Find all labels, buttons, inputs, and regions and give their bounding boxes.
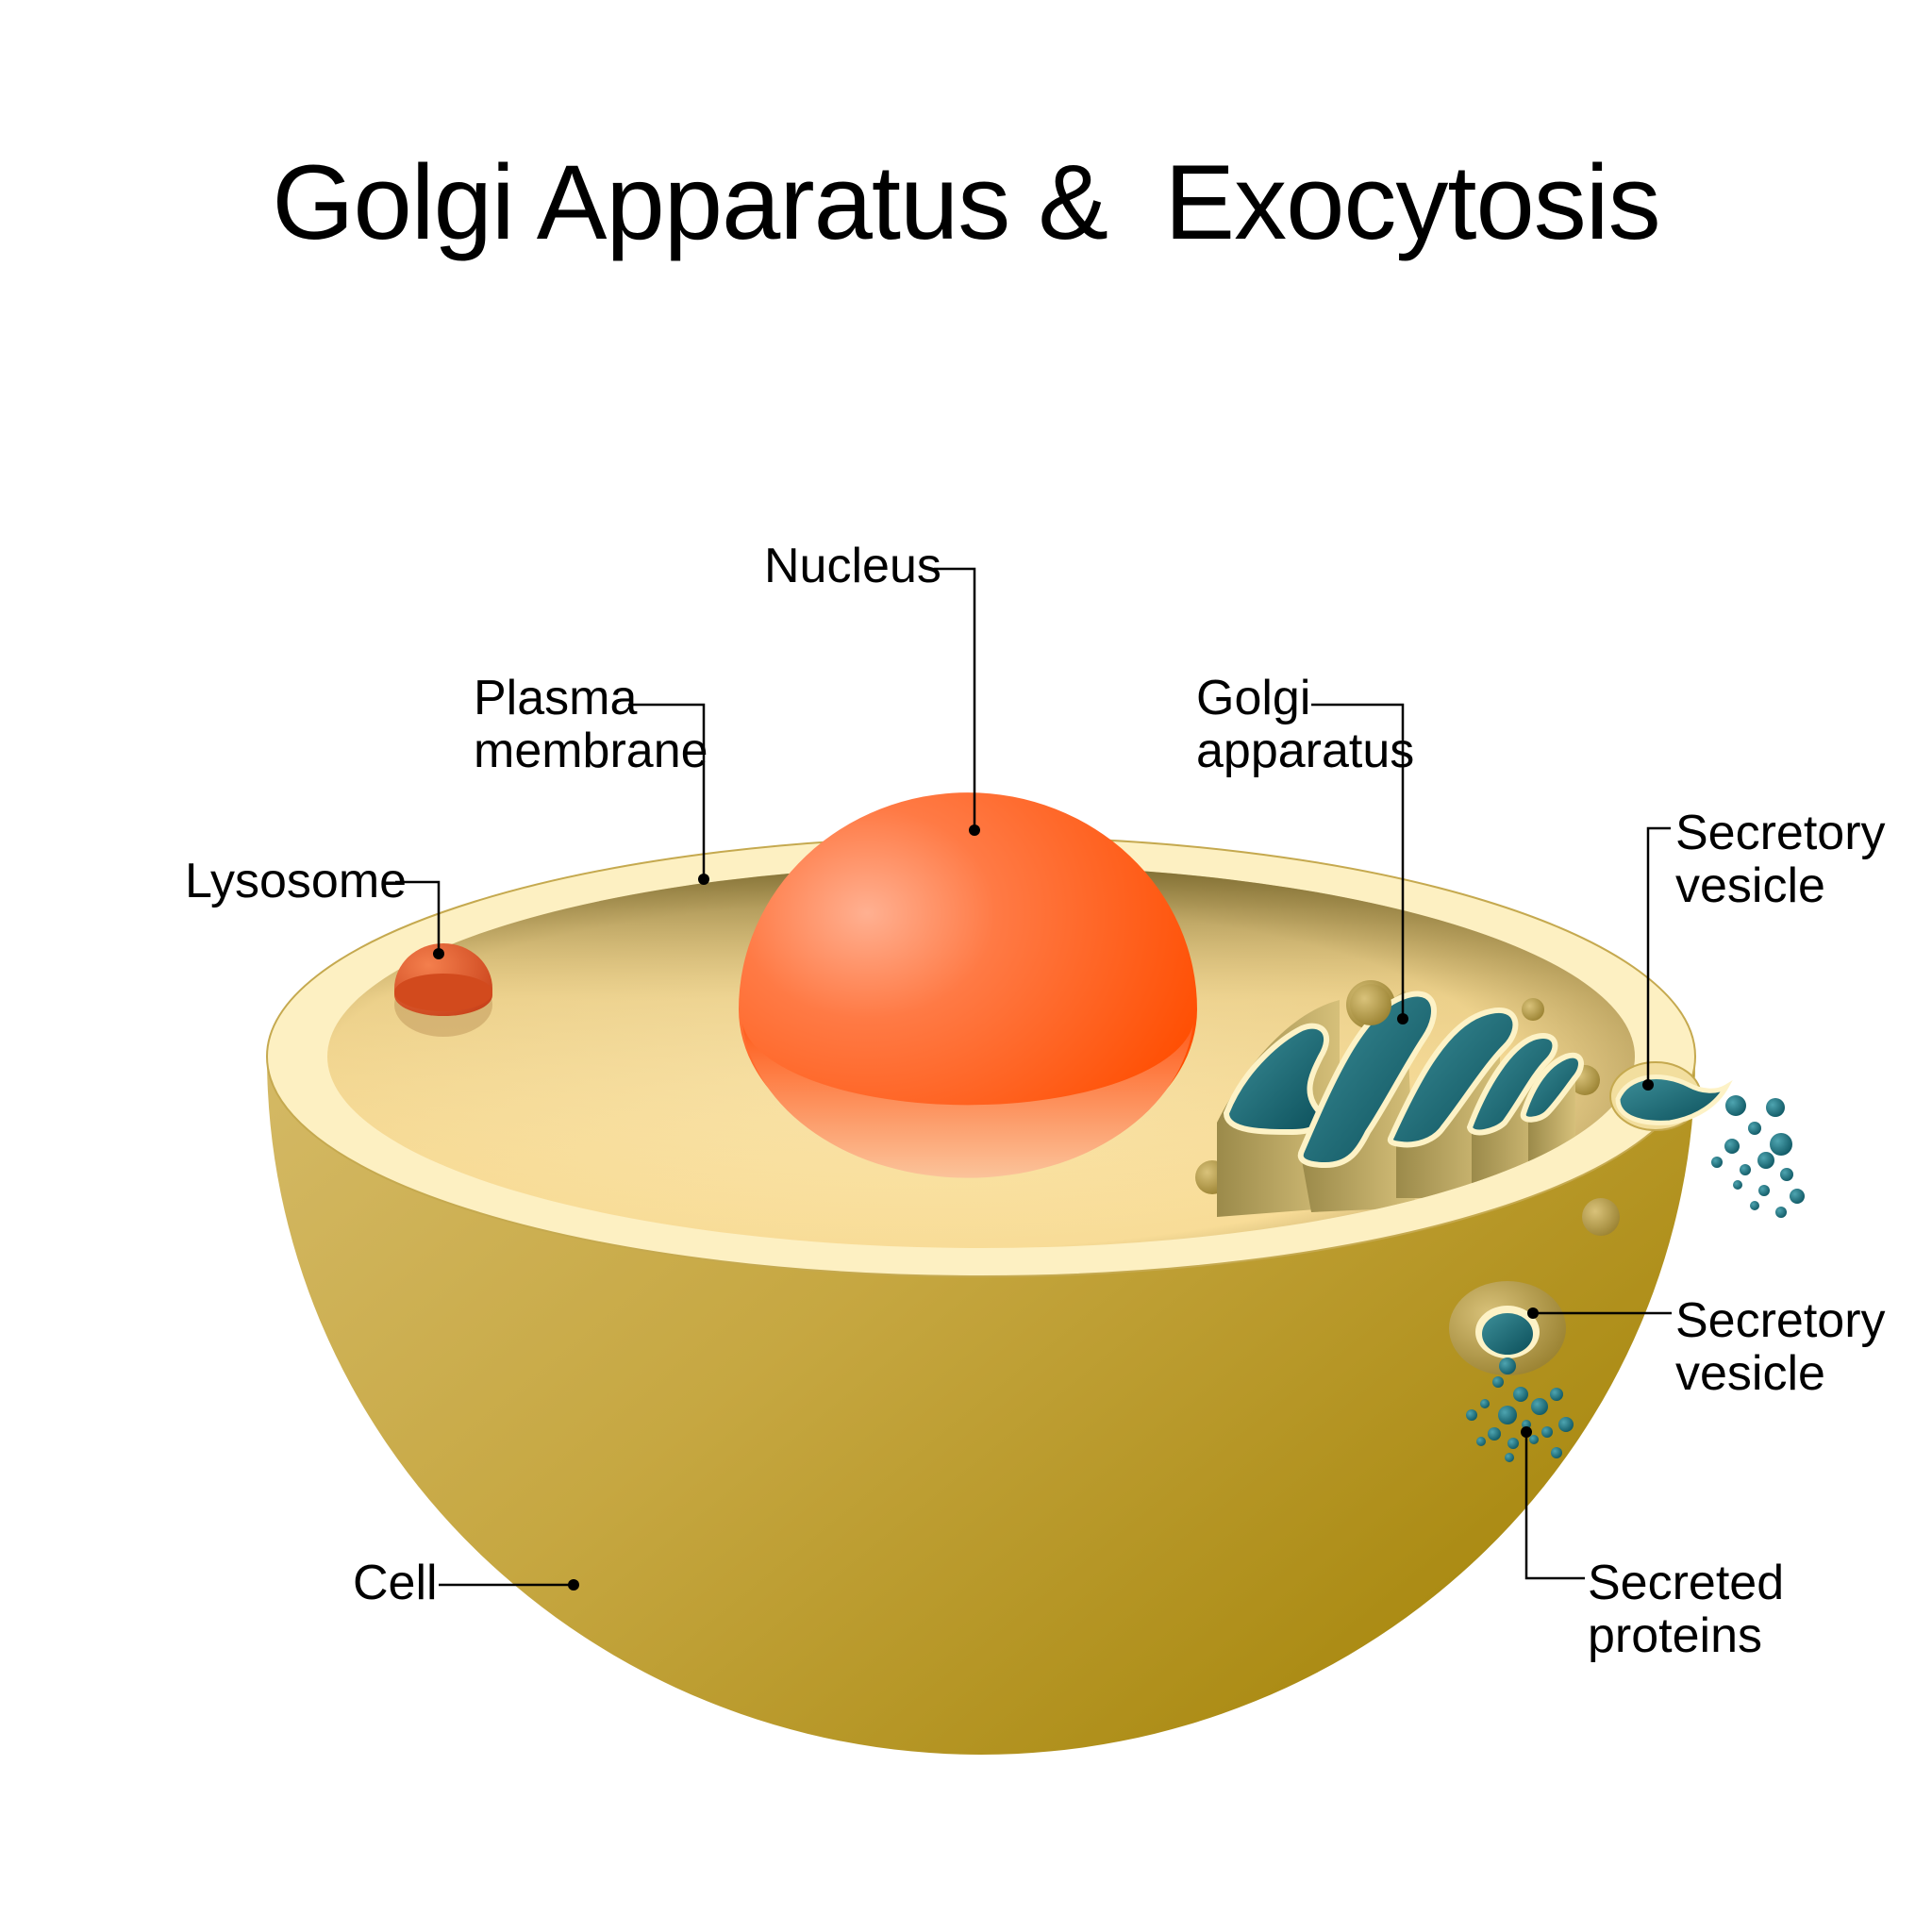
leader-secretory-vesicle-top	[1646, 826, 1671, 1085]
label-secreted-proteins: Secreted proteins	[1588, 1556, 1785, 1663]
nucleus-body	[739, 792, 1197, 1178]
label-secretory-vesicle-bottom: Secretory vesicle	[1675, 1293, 1886, 1401]
label-cell: Cell	[353, 1556, 438, 1610]
secreted-protein-dot	[1758, 1185, 1770, 1196]
secreted-protein-dot	[1550, 1388, 1563, 1401]
secreted-protein-dot	[1499, 1357, 1516, 1374]
secreted-protein-dot	[1748, 1122, 1761, 1135]
secreted-proteins-top	[1711, 1095, 1805, 1218]
secreted-protein-dot	[1507, 1438, 1519, 1449]
secretory-vesicle-fusing	[1609, 1061, 1733, 1131]
leader-secreted-proteins	[1524, 1432, 1585, 1580]
secretory-vesicle-lower	[1449, 1281, 1566, 1375]
secreted-protein-dot	[1740, 1164, 1751, 1175]
secreted-protein-dot	[1790, 1189, 1805, 1204]
leader-golgi	[1311, 703, 1405, 1019]
secreted-protein-dot	[1558, 1417, 1574, 1432]
secreted-protein-dot	[1551, 1447, 1562, 1458]
secreted-protein-dot	[1711, 1157, 1723, 1168]
secreted-protein-dot	[1505, 1453, 1514, 1462]
secreted-protein-dot	[1529, 1435, 1539, 1444]
secreted-protein-dot	[1733, 1180, 1742, 1190]
golgi-cisterna	[1297, 991, 1437, 1169]
secreted-protein-dot	[1492, 1376, 1504, 1388]
golgi-cisterna	[1387, 1007, 1519, 1148]
leader-lines	[395, 567, 1672, 1587]
secreted-proteins-bottom	[1466, 1357, 1574, 1462]
secreted-protein-dot	[1725, 1095, 1746, 1116]
lysosome-body	[394, 943, 492, 1037]
secreted-protein-dot	[1541, 1426, 1553, 1438]
leader-lysosome	[395, 880, 441, 954]
label-golgi-apparatus: Golgi apparatus	[1196, 671, 1415, 778]
secreted-protein-dot	[1775, 1207, 1787, 1218]
secreted-protein-dot	[1757, 1152, 1774, 1169]
secreted-protein-dot	[1488, 1427, 1501, 1441]
secreted-protein-dot	[1513, 1387, 1528, 1402]
golgi-stack	[1217, 991, 1584, 1217]
label-secretory-vesicle-top: Secretory vesicle	[1675, 806, 1886, 913]
secreted-protein-dot	[1476, 1437, 1486, 1446]
vesicle-bead	[1522, 998, 1544, 1021]
leader-nucleus	[934, 567, 976, 830]
golgi-cisterna	[1466, 1033, 1558, 1136]
secreted-protein-dot	[1780, 1168, 1793, 1181]
secreted-protein-dot	[1724, 1139, 1740, 1154]
label-lysosome: Lysosome	[185, 854, 408, 908]
secreted-protein-dot	[1531, 1398, 1548, 1415]
vesicle-bead	[1350, 984, 1391, 1025]
leader-dots	[433, 824, 1654, 1591]
surface-bead	[1582, 1198, 1620, 1236]
leader-plasma-membrane	[628, 703, 706, 879]
secreted-protein-dot	[1770, 1133, 1792, 1156]
secreted-protein-dot	[1466, 1409, 1477, 1421]
label-plasma-membrane: Plasma membrane	[474, 671, 708, 778]
golgi-cisterna	[1520, 1052, 1584, 1123]
secreted-protein-dot	[1498, 1406, 1517, 1424]
secreted-protein-dot	[1522, 1420, 1531, 1429]
golgi-cisterna	[1223, 1023, 1329, 1136]
diagram-title: Golgi Apparatus & Exocytosis	[272, 143, 1660, 261]
secreted-protein-dot	[1480, 1399, 1490, 1408]
secreted-protein-dot	[1766, 1098, 1785, 1117]
secreted-protein-dot	[1750, 1201, 1759, 1210]
label-nucleus: Nucleus	[764, 539, 941, 593]
